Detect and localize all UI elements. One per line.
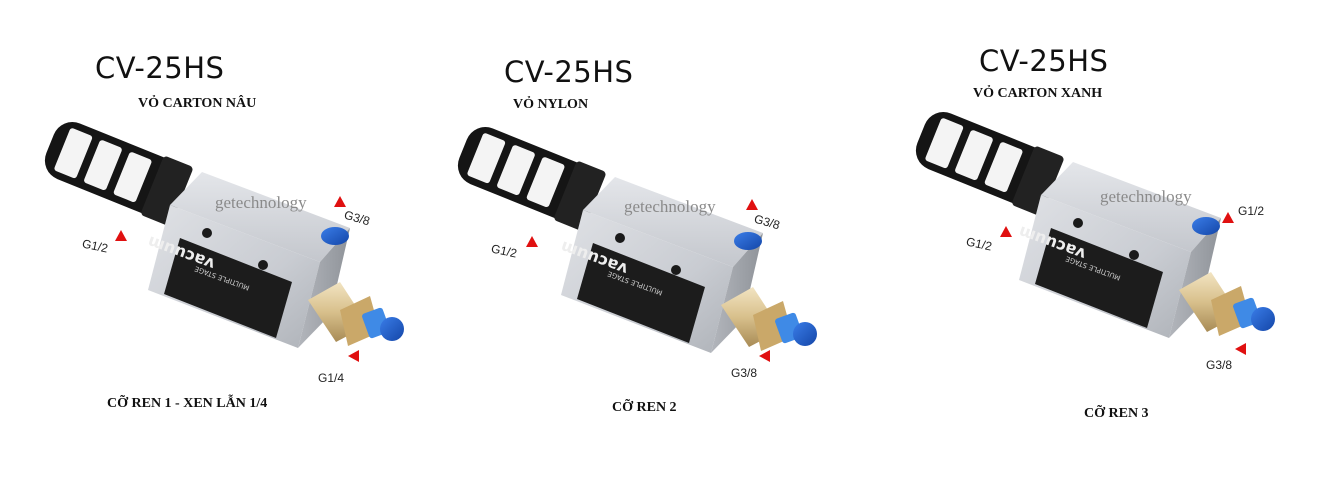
silencer-filter-icon [457,126,606,231]
bottom-port-arrow-icon [759,350,770,362]
side-port-arrow-icon [1000,226,1012,237]
side-port-arrow-icon [526,236,538,247]
port-label-top: G1/2 [1238,204,1265,218]
vacuum-generator-image: vacuum MULTIPLE STAGE [457,126,817,353]
housing-label: VỎ CARTON NÂU [138,96,257,111]
model-title: CV-25HS [95,51,225,85]
top-port-arrow-icon [334,196,346,207]
silencer-filter-icon [915,111,1064,216]
bottom-port-arrow-icon [1235,343,1246,355]
product-panel-1: CV-25HS VỎ CARTON NÂU vacuum MULTIPLE ST… [0,0,443,487]
brass-fitting-icon [1179,272,1275,336]
top-port-arrow-icon [746,199,758,210]
housing-label: VỎ CARTON XANH [973,86,1103,101]
thread-size-label: CỠ REN 2 [612,400,677,415]
model-title: CV-25HS [979,44,1109,78]
bottom-port-arrow-icon [348,350,359,362]
top-port-arrow-icon [1222,212,1234,223]
product-panel-3: CV-25HS VỎ CARTON XANH vacuum MULTIPLE S… [886,0,1329,487]
thread-size-label: CỠ REN 1 - XEN LẪN 1/4 [107,396,268,411]
watermark-text: getechnology [215,193,307,212]
silencer-filter-icon [44,121,193,226]
housing-label: VỎ NYLON [513,97,589,112]
watermark-text: getechnology [1100,187,1192,206]
brass-fitting-icon [308,282,404,346]
port-label-bottom: G3/8 [1206,358,1233,372]
vacuum-generator-image: vacuum MULTIPLE STAGE [915,111,1275,338]
model-title: CV-25HS [504,55,634,89]
port-label-bottom: G1/4 [318,371,345,385]
watermark-text: getechnology [624,197,716,216]
vacuum-generator-image: vacuum MULTIPLE STAGE [44,121,404,348]
port-label-bottom: G3/8 [731,366,758,380]
side-port-arrow-icon [115,230,127,241]
product-panel-2: CV-25HS VỎ NYLON vacuum MULTIPLE STAGE g… [443,0,886,487]
brass-fitting-icon [721,287,817,351]
thread-size-label: CỠ REN 3 [1084,406,1149,421]
